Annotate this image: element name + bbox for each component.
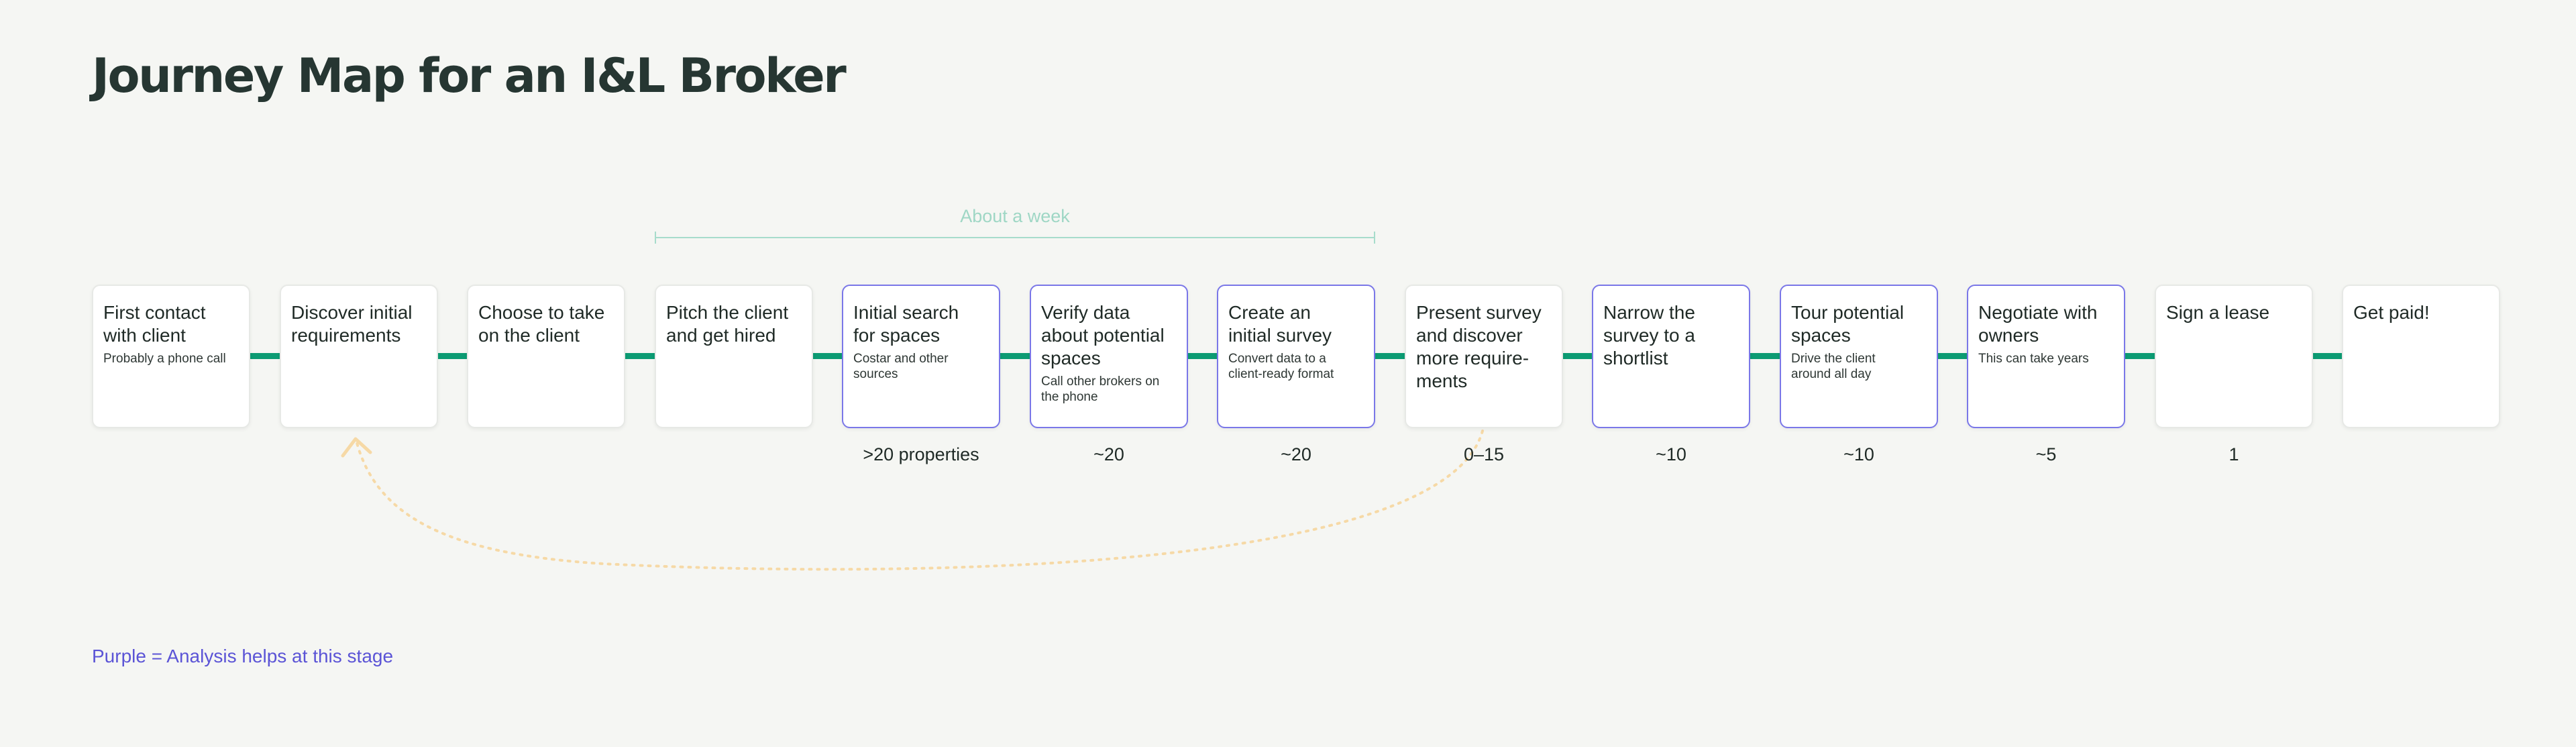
step-label: Initial search for spaces [853,302,959,346]
step-property-count: ~10 [1656,444,1686,464]
journey-step-card: Present survey and discover more require… [1405,285,1563,428]
step-property-count: ~10 [1843,444,1874,464]
step-property-count: 1 [2229,444,2239,464]
journey-step-card: Choose to take on the client [467,285,625,428]
step-label: First contact with client [103,302,206,346]
step-label: Present survey and discover more require… [1416,302,1542,391]
step-note: Call other brokers on the phone [1041,375,1160,404]
page-title: Journey Map for an I&L Broker [92,48,847,103]
step-note: Convert data to a client-ready format [1228,352,1334,381]
step-label: Verify data about potential spaces [1041,302,1165,368]
duration-bracket [655,232,1375,244]
step-note: Costar and other sources [853,352,949,381]
step-property-count: >20 properties [863,444,979,464]
step-property-count: ~20 [1281,444,1311,464]
step-label: Sign a lease [2166,302,2270,323]
step-label: Get paid! [2353,302,2430,323]
step-label: Choose to take on the client [478,302,605,346]
step-note: Probably a phone call [103,352,226,366]
step-property-count: ~20 [1093,444,1124,464]
step-label: Tour potential spaces [1791,302,1904,346]
bracket-line [655,237,1375,238]
step-label: Narrow the survey to a shortlist [1603,302,1695,368]
step-label: Discover initial requirements [291,302,413,346]
bracket-right-tick [1374,232,1375,244]
journey-step-card: Get paid! [2342,285,2500,428]
journey-step-card: Discover initial requirements [280,285,438,428]
legend-text: Purple = Analysis helps at this stage [92,646,394,666]
journey-step-card: Narrow the survey to a shortlist [1592,285,1750,428]
step-note: Drive the client around all day [1791,352,1876,381]
journey-step-card: Sign a lease [2155,285,2313,428]
step-label: Create an initial survey [1228,302,1332,346]
journey-step-card: Pitch the client and get hired [655,285,813,428]
step-property-count: ~5 [2035,444,2057,464]
step-label: Pitch the client and get hired [666,302,789,346]
step-label: Negotiate with owners [1978,302,2098,346]
duration-bracket-label: About a week [960,206,1070,226]
step-property-count: 0–15 [1463,444,1505,464]
step-note: This can take years [1978,352,2089,366]
